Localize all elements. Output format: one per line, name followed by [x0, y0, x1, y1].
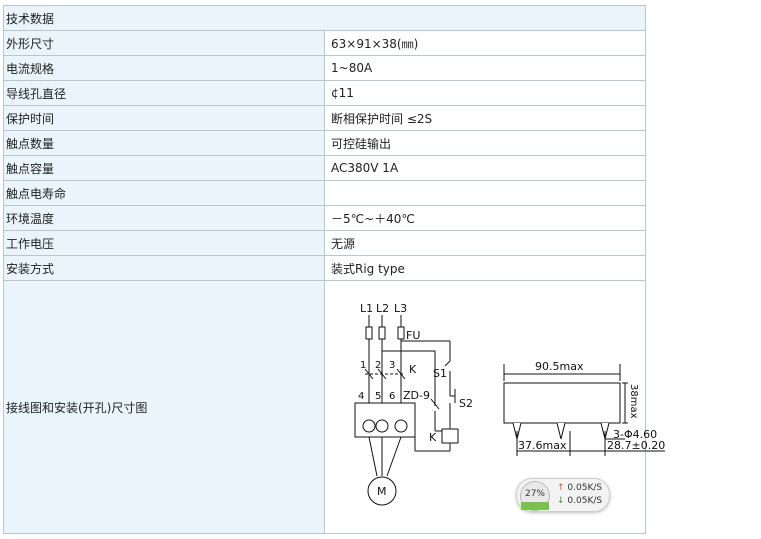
row-label: 环境温度	[3, 205, 325, 231]
row-value: AC380V 1A	[324, 155, 646, 181]
usage-gauge-fill	[521, 502, 549, 510]
phase-l3-label: L3	[394, 302, 407, 315]
download-rate-value: 0.05K/S	[567, 496, 603, 506]
terminal-label: 3	[389, 360, 395, 371]
table-row: 工作电压无源	[3, 230, 646, 256]
row-label: 工作电压	[3, 230, 325, 256]
wiring-and-dimension-diagram: L1 L2 L3 FU 1 2 3 4 5 6 ZD-9 K S1 S2 K M	[354, 302, 665, 506]
table-header: 技术数据	[3, 5, 646, 31]
download-rate: ↓ 0.05K/S	[557, 496, 602, 506]
terminal-label: 2	[375, 360, 381, 371]
row-value: ¢11	[324, 80, 646, 106]
width-dimension: 90.5max	[535, 360, 584, 373]
switch2-label: S2	[459, 397, 473, 410]
row-label: 触点数量	[3, 130, 325, 156]
coil-label: K	[429, 431, 437, 444]
table-row: 触点数量可控硅输出	[3, 130, 646, 156]
row-label: 电流规格	[3, 55, 325, 81]
usage-percent: 27%	[524, 489, 545, 499]
row-value: 断相保护时间 ≤2S	[324, 105, 646, 131]
terminal-label: 5	[375, 391, 381, 402]
row-value: 1~80A	[324, 55, 646, 81]
row-value	[324, 180, 646, 206]
row-value: 可控硅输出	[324, 130, 646, 156]
table-row: 触点电寿命	[3, 180, 646, 206]
row-label: 触点容量	[3, 155, 325, 181]
table-header-row: 技术数据	[3, 5, 646, 31]
row-value: 装式Rig type	[324, 255, 646, 281]
row-label: 导线孔直径	[3, 80, 325, 106]
table-row: 接线图和安装(开孔)尺寸图	[3, 280, 665, 534]
row-label: 触点电寿命	[3, 180, 325, 206]
arrow-up-icon: ↑	[557, 483, 565, 493]
height-dimension: 38max	[628, 384, 639, 419]
row-value: －5℃~＋40℃	[324, 205, 646, 231]
terminal-label: 1	[360, 360, 366, 371]
motor-label: M	[377, 485, 387, 498]
row-value: 无源	[324, 230, 646, 256]
upload-rate: ↑ 0.05K/S	[557, 483, 602, 493]
holes-dimension: 3-Φ4.60	[613, 428, 657, 441]
arrow-down-icon: ↓	[557, 496, 565, 506]
table-row: 安装方式装式Rig type	[3, 255, 646, 281]
spacing-dimension: 37.6max	[518, 439, 567, 452]
phase-l2-label: L2	[376, 302, 389, 315]
row-label: 保护时间	[3, 105, 325, 131]
row-label: 外形尺寸	[3, 30, 325, 56]
table-row: 导线孔直径¢11	[3, 80, 646, 106]
upload-rate-value: 0.05K/S	[567, 483, 603, 493]
table-row: 环境温度－5℃~＋40℃	[3, 205, 646, 231]
row-label: 安装方式	[3, 255, 325, 281]
row-value: 63×91×38(㎜)	[324, 30, 646, 56]
pitch-dimension: 28.7±0.20	[607, 439, 665, 452]
relay-model-label: ZD-9	[403, 389, 430, 402]
row-label: 接线图和安装(开孔)尺寸图	[3, 280, 325, 534]
usage-gauge: 27%	[520, 481, 550, 511]
table-row: 保护时间断相保护时间 ≤2S	[3, 105, 646, 131]
phase-l1-label: L1	[360, 302, 373, 315]
contact-label: K	[409, 363, 417, 376]
fuse-label: FU	[406, 329, 420, 342]
switch1-label: S1	[433, 367, 447, 380]
network-speed-widget[interactable]: 27% ↑ 0.05K/S ↓ 0.05K/S	[516, 478, 610, 512]
terminal-label: 4	[358, 391, 364, 402]
terminal-label: 6	[389, 391, 395, 402]
